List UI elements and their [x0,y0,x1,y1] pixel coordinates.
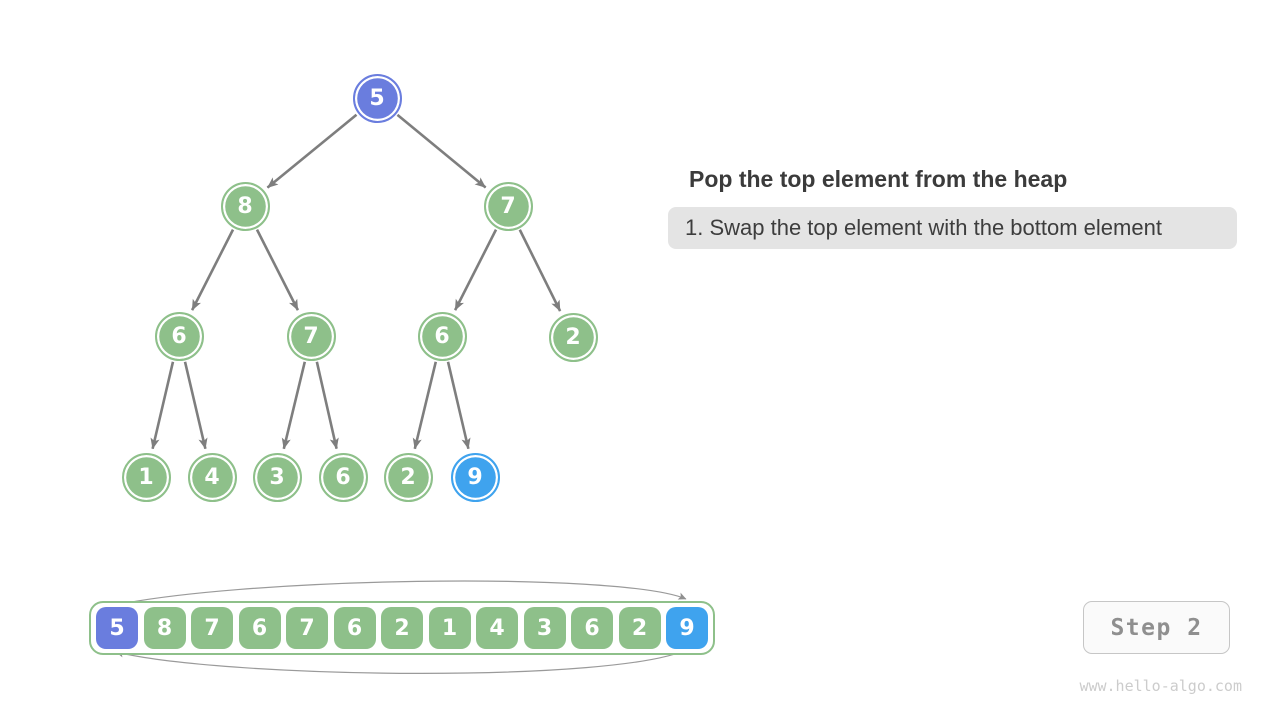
panel-title: Pop the top element from the heap [689,166,1068,192]
tree-node-value: 2 [400,464,416,490]
tree-node-0: 5 [352,73,402,123]
step-indicator-label: Step 2 [1110,614,1203,641]
step-note: 1. Swap the top element with the bottom … [668,207,1237,249]
tree-node-value: 8 [237,193,253,219]
array-cell-8: 4 [476,607,518,649]
tree-node-value: 3 [269,464,285,490]
tree-edge-0 [266,113,358,189]
tree-node-7: 1 [121,452,171,502]
tree-node-5: 6 [417,311,467,361]
array-cell-10: 6 [571,607,613,649]
tree-edge-2 [190,229,235,311]
array-cell-0: 5 [96,607,138,649]
tree-edge-group [150,113,562,450]
tree-node-value: 2 [565,324,581,350]
tree-edge-11 [446,361,471,450]
array-cell-3: 6 [238,607,281,649]
tree-node-8: 4 [187,452,237,502]
array-cell-11: 2 [618,607,661,649]
array-cell-2: 7 [191,607,233,649]
tree-edge-10 [412,361,438,450]
tree-edge-8 [281,361,307,450]
tree-edge-3 [255,229,300,311]
array-cell-1: 8 [143,607,186,649]
array-swap-arrows [101,580,689,674]
array-cell-9: 3 [523,607,566,649]
array-cell-4: 7 [286,607,328,649]
array-cell-12: 9 [666,607,708,649]
tree-node-value: 5 [369,85,385,111]
tree-edge-1 [396,113,487,189]
array-cell-7: 1 [428,607,471,649]
tree-edge-7 [183,361,208,450]
tree-node-value: 7 [500,193,516,219]
tree-node-6: 2 [548,312,598,362]
tree-node-value: 4 [204,464,220,490]
tree-node-value: 7 [303,323,319,349]
tree-node-3: 6 [154,311,204,361]
tree-node-value: 1 [138,464,154,490]
tree-node-1: 8 [220,181,270,231]
tree-edge-4 [453,229,498,311]
array-cell-6: 2 [381,607,423,649]
tree-node-4: 7 [286,311,336,361]
swap-arrow-top [101,580,687,609]
array-cell-5: 6 [333,607,376,649]
tree-node-10: 6 [318,452,368,502]
tree-node-2: 7 [483,181,533,231]
watermark: www.hello-algo.com [1079,677,1242,695]
tree-edge-9 [315,361,339,450]
tree-edge-6 [150,361,175,450]
tree-node-11: 2 [383,452,433,502]
tree-node-9: 3 [252,452,302,502]
tree-node-value: 6 [171,323,187,349]
step-indicator-button[interactable]: Step 2 [1083,601,1230,654]
tree-node-value: 9 [467,464,483,490]
tree-edge-5 [518,229,562,312]
swap-arrow-bottom [115,648,689,674]
tree-node-value: 6 [335,464,351,490]
tree-node-value: 6 [434,323,450,349]
tree-node-12: 9 [450,452,500,502]
